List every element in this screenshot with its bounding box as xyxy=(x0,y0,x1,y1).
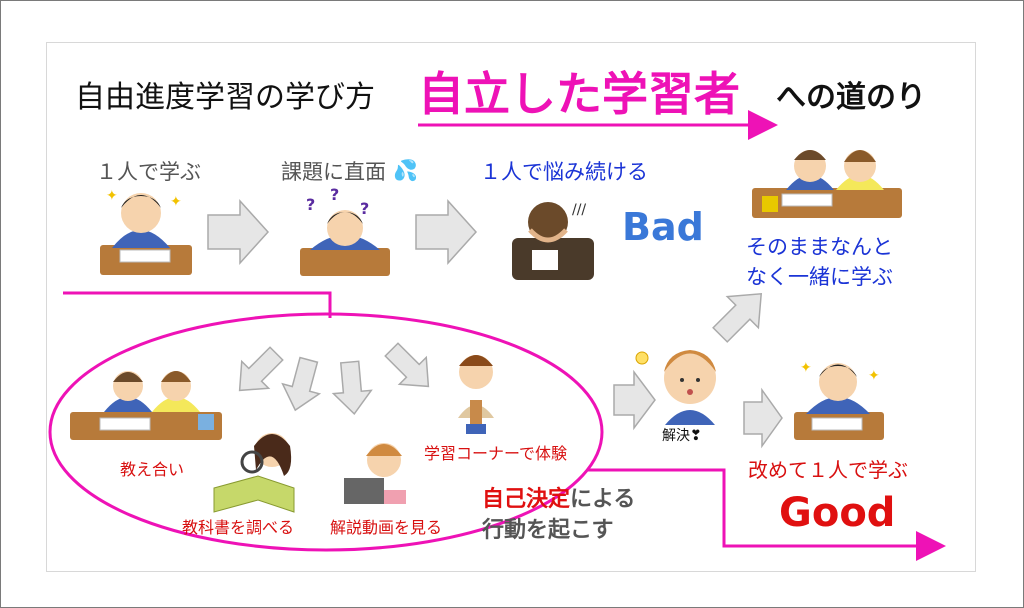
svg-text:✦: ✦ xyxy=(800,360,812,376)
video-watching-illustration xyxy=(344,443,406,504)
sweat-icon: 💦 xyxy=(393,158,418,182)
self-decision-text: 自己決定による 行動を起こす xyxy=(482,484,635,546)
option-corner-experience: 学習コーナーで体験 xyxy=(424,444,568,463)
arrow-to-textbook xyxy=(281,356,322,412)
option-watch-video: 解説動画を見る xyxy=(330,518,443,537)
good-label: Good xyxy=(779,490,896,536)
arrow-to-teach xyxy=(238,346,284,392)
arrow-problem-to-struggle xyxy=(415,199,478,265)
textbook-research-illustration xyxy=(213,433,295,513)
step-keep-struggling: １人で悩み続ける xyxy=(480,160,648,184)
arrow-solved-to-together xyxy=(712,292,763,343)
svg-text:✦: ✦ xyxy=(170,194,182,210)
arrow-learn-to-problem xyxy=(207,199,270,265)
good-path-line xyxy=(588,468,946,561)
step-learn-alone: １人で学ぶ xyxy=(96,160,201,184)
svg-text:✦: ✦ xyxy=(868,368,880,384)
title-suffix: への道のり xyxy=(776,80,926,115)
self-decision-highlight: 自己決定 xyxy=(482,487,571,512)
arrow-solved-to-good xyxy=(743,387,783,449)
arrow-options-to-solved xyxy=(613,369,656,431)
thinking-person-illustration xyxy=(635,350,716,425)
corner-experience-illustration xyxy=(458,355,494,434)
boy-studying-again-illustration: ✦ ✦ xyxy=(794,360,884,440)
title-highlight: 自立した学習者 xyxy=(418,67,740,121)
boy-studying-illustration: ✦ ✦ xyxy=(100,188,192,275)
slide-canvas xyxy=(46,42,976,572)
option-teach-each-other: 教え合い xyxy=(120,460,185,479)
bad-label: Bad xyxy=(622,205,704,249)
solved-label: 解決❣ xyxy=(662,428,702,444)
options-ellipse xyxy=(48,312,604,552)
branch-line xyxy=(63,291,332,318)
title-prefix: 自由進度学習の学び方 xyxy=(75,80,375,115)
step-just-together: そのままなんと なく一緒に学ぶ xyxy=(746,235,893,289)
option-check-textbook: 教科書を調べる xyxy=(182,518,295,537)
svg-text:✦: ✦ xyxy=(106,188,118,204)
confused-boy-illustration: ? ? ? xyxy=(300,185,390,276)
arrow-to-corner xyxy=(384,342,430,388)
step-face-problem: 課題に直面 xyxy=(281,160,386,184)
struggling-person-illustration: /// xyxy=(512,202,594,280)
svg-text:?: ? xyxy=(330,185,339,204)
svg-text:?: ? xyxy=(306,195,315,214)
kids-together-illustration xyxy=(752,150,902,218)
svg-text:///: /// xyxy=(572,202,586,218)
step-learn-alone-again: 改めて１人で学ぶ xyxy=(748,458,908,482)
svg-text:?: ? xyxy=(360,199,369,218)
teach-each-other-illustration xyxy=(70,371,222,440)
arrow-to-video xyxy=(331,360,373,416)
self-decision-rest: による xyxy=(570,487,636,512)
self-decision-line2: 行動を起こす xyxy=(482,518,614,543)
